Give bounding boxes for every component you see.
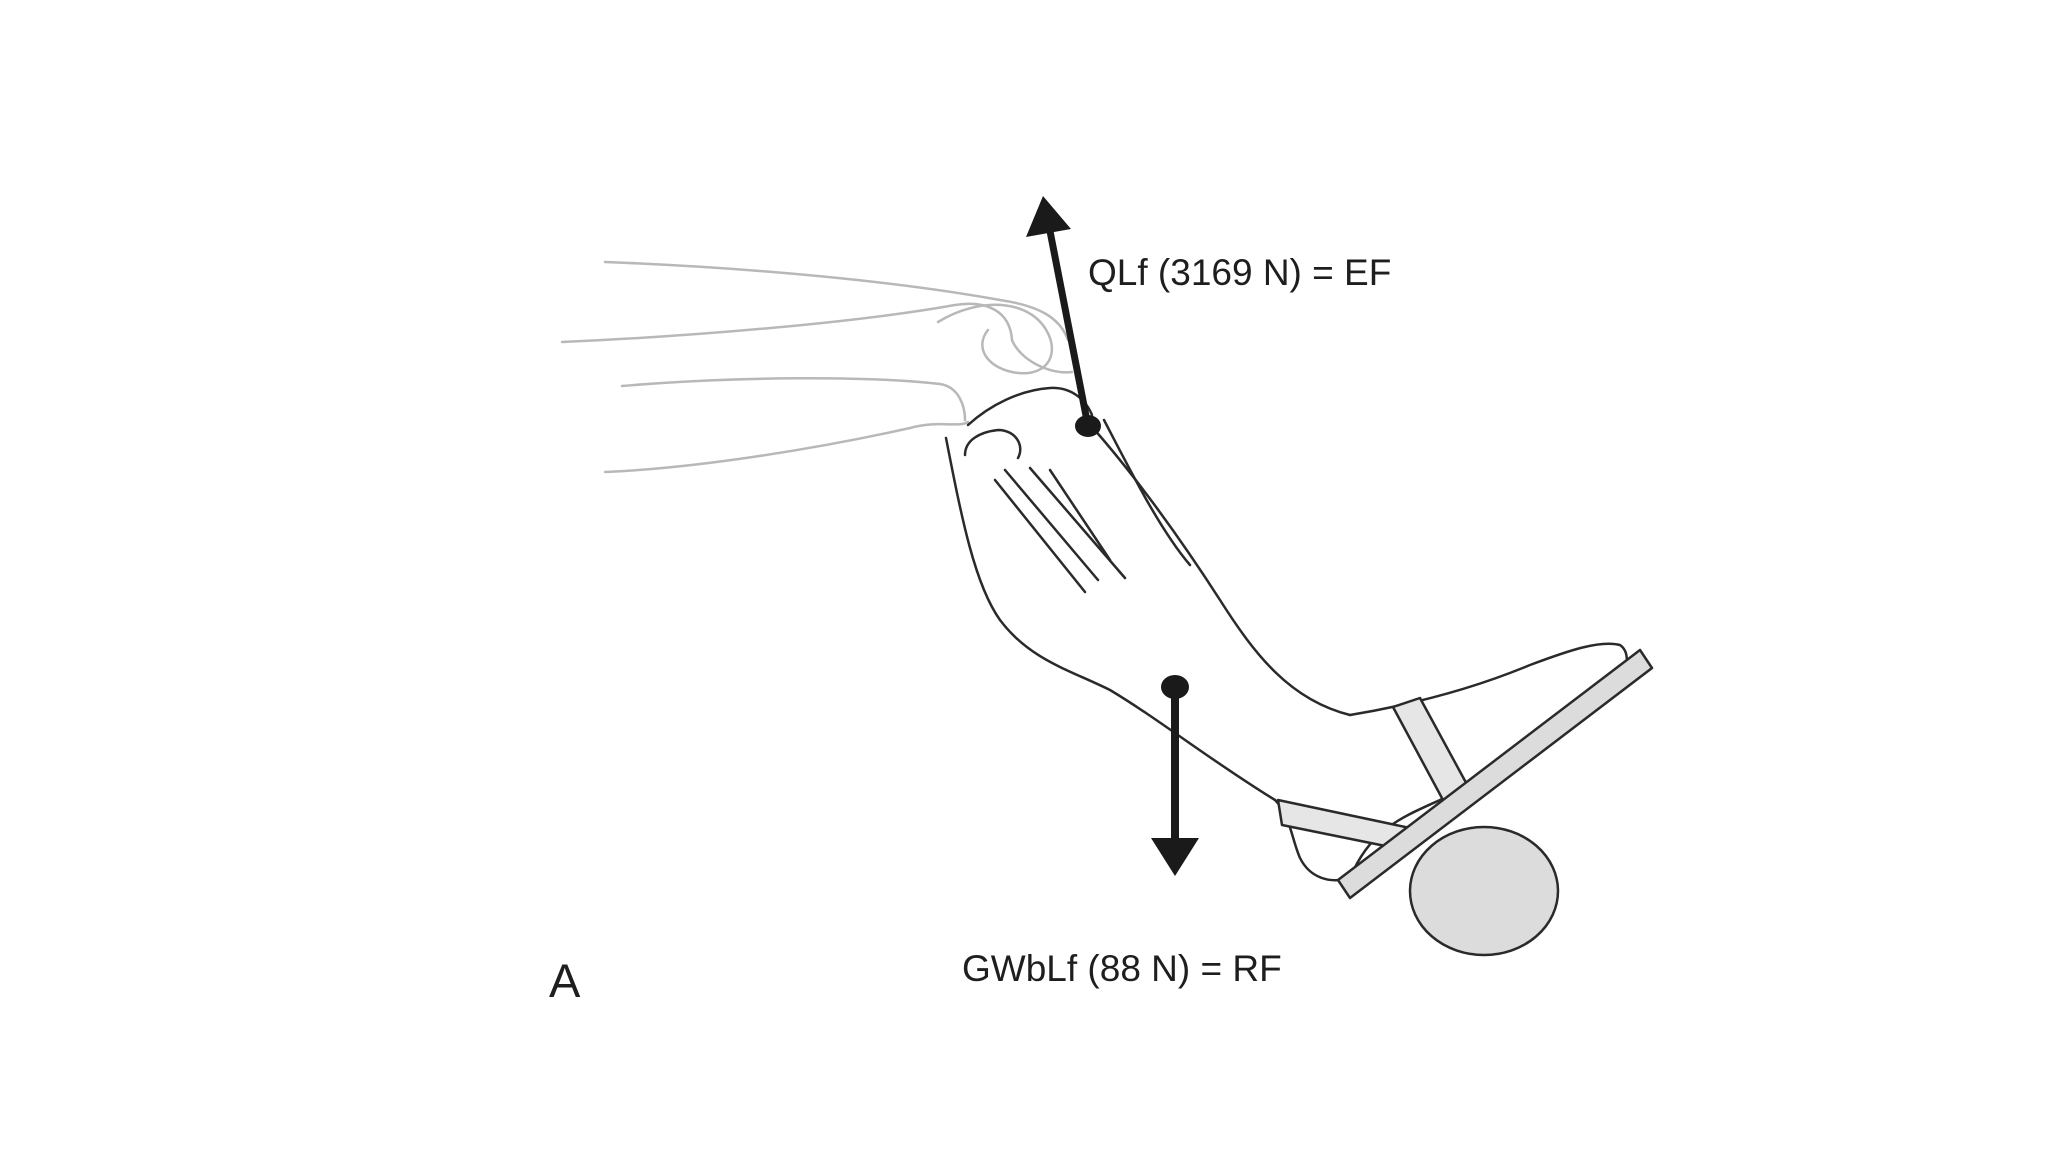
effort-arrow-head [1026, 196, 1071, 237]
thigh-lower-outline [603, 420, 970, 474]
effort-force-label: QLf (3169 N) = EF [1088, 252, 1392, 293]
resistance-application-point [1161, 675, 1189, 699]
thigh-upper-outline [603, 260, 1070, 342]
thigh-femur-upper [560, 302, 1014, 344]
effort-application-point [1075, 415, 1101, 437]
shin-front-outline [1091, 426, 1352, 717]
foot-plate [1336, 648, 1654, 900]
effort-force-arrow [1026, 196, 1101, 437]
tibia-head [963, 428, 1022, 460]
tibia-shaft-a [1003, 468, 1100, 582]
fibula-shaft-b [1048, 468, 1112, 562]
patellar-tendon [1102, 418, 1192, 567]
thigh-drawing [560, 260, 1074, 474]
resistance-force-label: GWbLf (88 N) = RF [962, 948, 1282, 989]
femoral-condyle [936, 303, 1053, 375]
resistance-arrow-head [1151, 838, 1199, 876]
resistance-force-arrow [1151, 675, 1199, 876]
effort-arrow-shaft [1045, 222, 1092, 430]
calf-back-outline [944, 436, 1277, 802]
knee-notch [1010, 338, 1074, 374]
ankle-weight [1408, 825, 1560, 957]
fibula-shaft-a [993, 478, 1087, 594]
thigh-femur-lower [620, 376, 967, 422]
panel-letter: A [549, 954, 581, 1007]
